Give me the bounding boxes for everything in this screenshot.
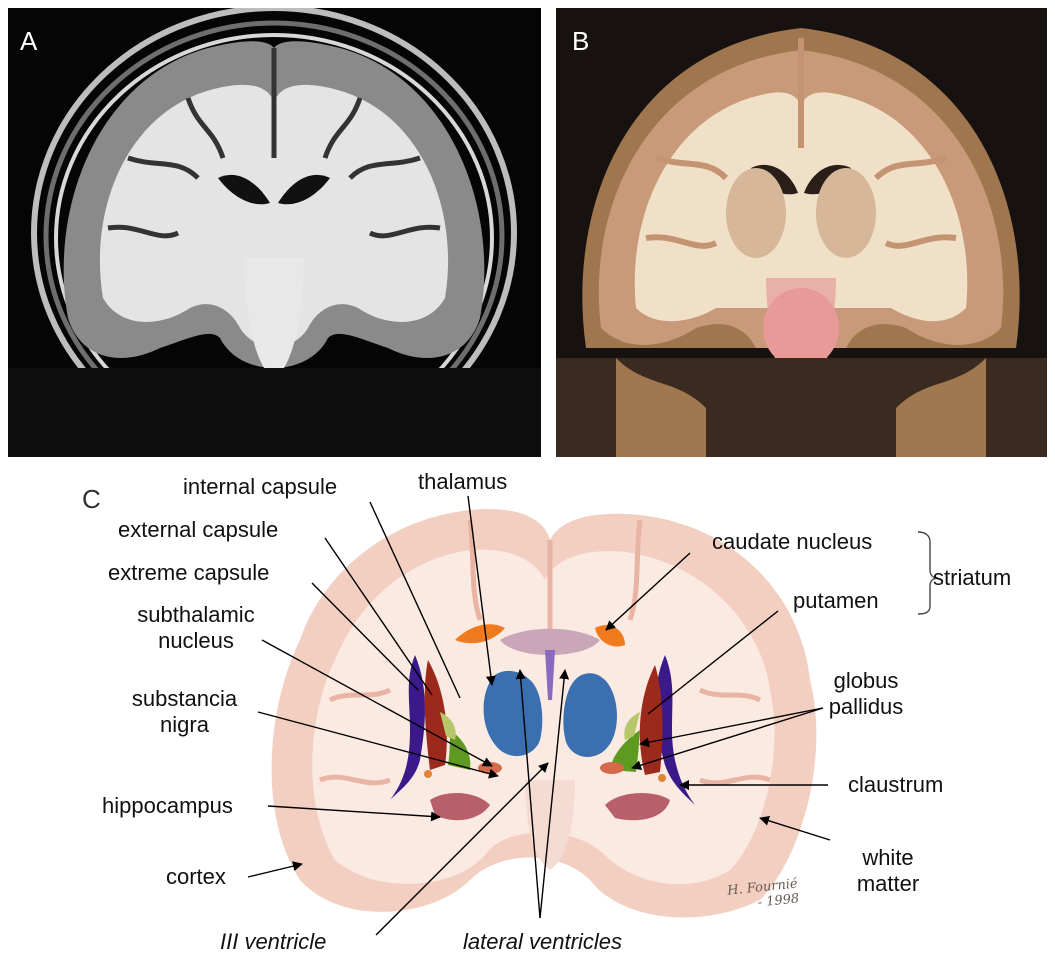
label-external-capsule: external capsule [118, 517, 278, 543]
label-hippocampus: hippocampus [102, 793, 233, 819]
label-subthalamic-nucleus: subthalamic nucleus [121, 602, 271, 654]
label-striatum: striatum [933, 565, 1011, 591]
label-cortex: cortex [166, 864, 226, 890]
label-caudate-nucleus: caudate nucleus [712, 529, 872, 555]
label-extreme-capsule: extreme capsule [108, 560, 269, 586]
label-lateral-ventricles: lateral ventricles [463, 929, 622, 955]
label-white-matter: white matter [838, 845, 938, 897]
leader-cortex [248, 864, 302, 877]
thalamus-right [563, 673, 617, 757]
label-substancia-nigra: substancia nigra [117, 686, 252, 738]
label-thalamus: thalamus [418, 469, 507, 495]
label-internal-capsule: internal capsule [183, 474, 337, 500]
label-iii-ventricle: III ventricle [220, 929, 326, 955]
label-claustrum: claustrum [848, 772, 943, 798]
label-globus-pallidus: globus pallidus [816, 668, 916, 720]
label-putamen: putamen [793, 588, 879, 614]
subthalamic-right [600, 762, 624, 774]
